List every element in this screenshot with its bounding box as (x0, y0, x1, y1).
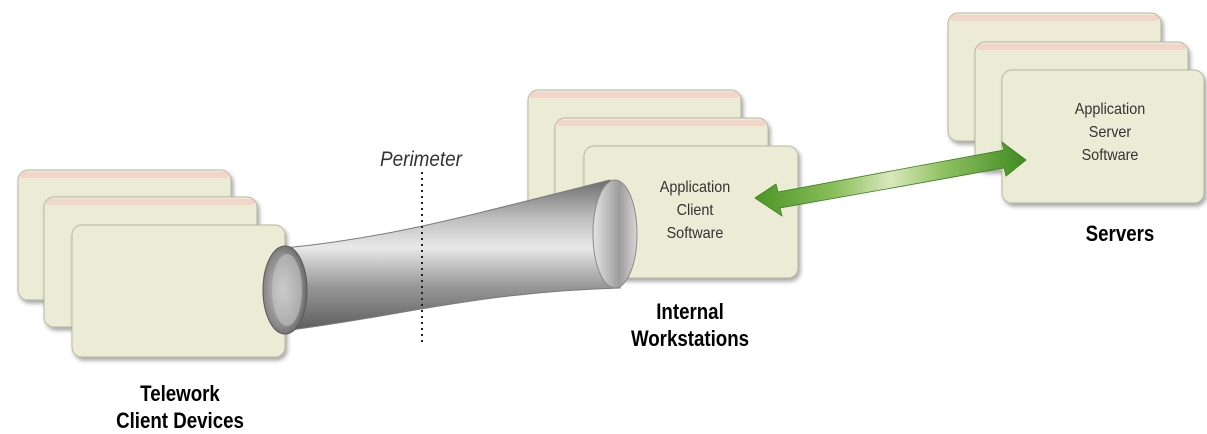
tunnel-connection (262, 179, 638, 335)
perimeter-label: Perimeter (380, 148, 462, 171)
box-text-line: Application (659, 179, 731, 196)
group-label-line: Servers (1085, 221, 1155, 246)
application-server-software-text: Application Server Software (1043, 98, 1178, 167)
telework-device-card (71, 224, 286, 358)
bidirectional-arrow (754, 141, 1027, 217)
group-label-line: Workstations (630, 326, 750, 351)
group-label-line: Telework (140, 381, 220, 406)
application-client-software-text: Application Client Software (628, 176, 763, 245)
group-label-line: Internal (656, 299, 724, 324)
servers-group-label: Servers (1069, 220, 1171, 247)
server-stack (947, 12, 1205, 204)
box-text-line: Server (1088, 124, 1132, 141)
box-text-line: Software (666, 225, 724, 242)
box-text-line: Software (1081, 147, 1139, 164)
server-card-front (1001, 69, 1205, 204)
box-text-line: Application (1074, 101, 1146, 118)
group-label-line: Client Devices (116, 408, 244, 433)
telework-device-stack (17, 169, 286, 358)
internal-workstation-stack (527, 89, 799, 279)
internal-group-label: Internal Workstations (614, 298, 767, 352)
telework-group-label: Telework Client Devices (104, 380, 257, 434)
box-text-line: Client (676, 202, 714, 219)
